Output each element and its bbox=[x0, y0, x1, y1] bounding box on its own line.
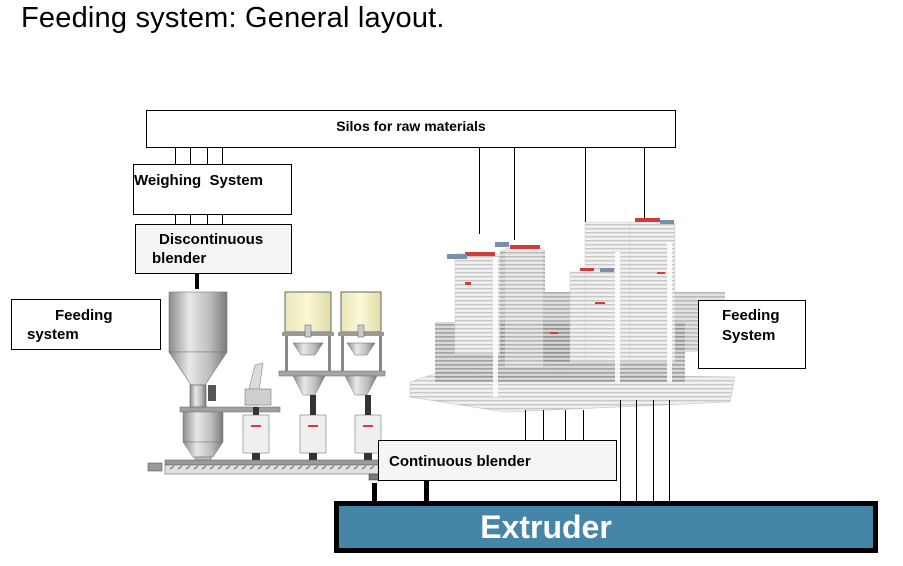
feeding-system-right-box: Feeding System bbox=[698, 300, 806, 369]
connector-weighing-blender-3 bbox=[207, 215, 208, 224]
connector-right-blender-3 bbox=[565, 410, 566, 440]
discontinuous-blender-box: Discontinuous blender bbox=[135, 224, 292, 274]
feeding-system-left-line2: system bbox=[27, 326, 79, 343]
connector-silos-right-1 bbox=[479, 148, 480, 234]
feeding-system-left-box: Feeding system bbox=[11, 299, 161, 350]
silos-box: Silos for raw materials bbox=[146, 110, 676, 148]
connector-silos-weighing-4 bbox=[222, 148, 223, 164]
connector-right-blender-4 bbox=[583, 410, 584, 440]
feeding-system-right-line2: System bbox=[722, 327, 776, 344]
extruder-label: Extruder bbox=[480, 509, 612, 545]
connector-continuous-blender-extruder bbox=[424, 481, 429, 502]
discontinuous-blender-label-line2: blender bbox=[152, 250, 207, 267]
connector-right-extruder-2 bbox=[636, 400, 637, 501]
extruder-block: Extruder bbox=[334, 501, 878, 553]
silos-label: Silos for raw materials bbox=[336, 118, 486, 134]
connector-silos-right-2 bbox=[514, 148, 515, 240]
connector-screw-extruder bbox=[372, 483, 377, 502]
discontinuous-blender-label-line1: Discontinuous bbox=[159, 231, 264, 248]
continuous-blender-label: Continuous blender bbox=[389, 453, 531, 470]
connector-silos-weighing-1 bbox=[175, 148, 176, 164]
connector-right-extruder-3 bbox=[653, 400, 654, 501]
connector-silos-weighing-3 bbox=[207, 148, 208, 164]
connector-right-extruder-4 bbox=[669, 400, 670, 501]
big-bag-station-1 bbox=[282, 291, 334, 371]
page-title: Feeding system: General layout. bbox=[21, 2, 445, 34]
weighing-system-label: Weighing System bbox=[134, 172, 263, 189]
connector-right-extruder-1 bbox=[620, 400, 621, 501]
continuous-blender-box: Continuous blender bbox=[378, 440, 617, 481]
connector-right-blender-2 bbox=[543, 410, 544, 440]
feeding-system-right-line1: Feeding bbox=[722, 307, 780, 324]
weighing-system-box: Weighing System bbox=[133, 164, 292, 215]
connector-silos-right-4 bbox=[644, 148, 645, 218]
connector-right-blender-1 bbox=[525, 410, 526, 440]
connector-silos-weighing-2 bbox=[190, 148, 191, 164]
big-bag-station-2 bbox=[338, 291, 384, 371]
feeding-system-left-line1: Feeding bbox=[55, 307, 113, 324]
connector-blender-hopper bbox=[195, 274, 199, 289]
connector-weighing-blender-2 bbox=[190, 215, 191, 224]
hopper bbox=[168, 291, 228, 353]
connector-weighing-blender-1 bbox=[175, 215, 176, 224]
discontinuous-feeding-machine-image bbox=[147, 291, 386, 481]
connector-weighing-blender-4 bbox=[222, 215, 223, 224]
continuous-feeding-station-image bbox=[409, 218, 736, 413]
connector-silos-right-3 bbox=[585, 148, 586, 222]
